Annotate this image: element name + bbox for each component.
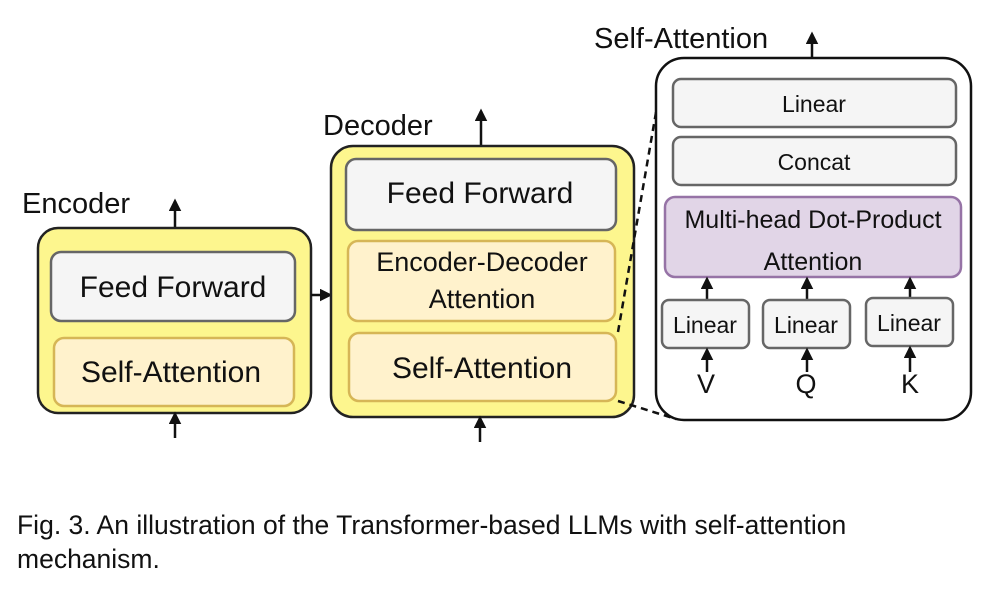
decoder-self-attention-box — [347, 331, 618, 403]
decoder-enc-dec-attention-box — [346, 239, 617, 323]
input-k-label: K — [901, 369, 919, 399]
linear-v-label: Linear — [673, 312, 737, 338]
decoder-self-attention-label: Self-Attention — [392, 352, 572, 385]
encoder-feed-forward-label: Feed Forward — [80, 271, 267, 304]
decoder-feed-forward-label: Feed Forward — [387, 177, 574, 210]
decoder-title: Decoder — [323, 110, 433, 142]
decoder-enc-dec-attention-label-line2: Attention — [429, 284, 536, 314]
decoder-feed-forward-box — [344, 157, 618, 232]
input-v-label: V — [697, 369, 715, 399]
encoder-self-attention-box — [52, 336, 296, 408]
decoder-enc-dec-attention-label-line1: Encoder-Decoder — [376, 247, 588, 277]
linear-q-label: Linear — [774, 312, 838, 338]
encoder-feed-forward-box — [49, 250, 297, 323]
zoom-line-top — [616, 94, 661, 333]
linear-top-box — [671, 77, 958, 129]
encoder-title: Encoder — [22, 188, 130, 220]
linear-top-label: Linear — [782, 91, 846, 117]
concat-box — [671, 135, 958, 187]
input-q-label: Q — [795, 369, 816, 399]
zoom-line-bottom — [617, 399, 677, 421]
multihead-attention-label-line1: Multi-head Dot-Product — [684, 206, 941, 234]
self-attention-detail-title: Self-Attention — [594, 23, 768, 55]
linear-k-label: Linear — [877, 310, 941, 336]
multihead-attention-label-line2: Attention — [764, 248, 863, 276]
figure-caption: Fig. 3. An illustration of the Transform… — [17, 510, 847, 574]
encoder-self-attention-label: Self-Attention — [81, 356, 261, 389]
concat-label: Concat — [778, 149, 851, 175]
